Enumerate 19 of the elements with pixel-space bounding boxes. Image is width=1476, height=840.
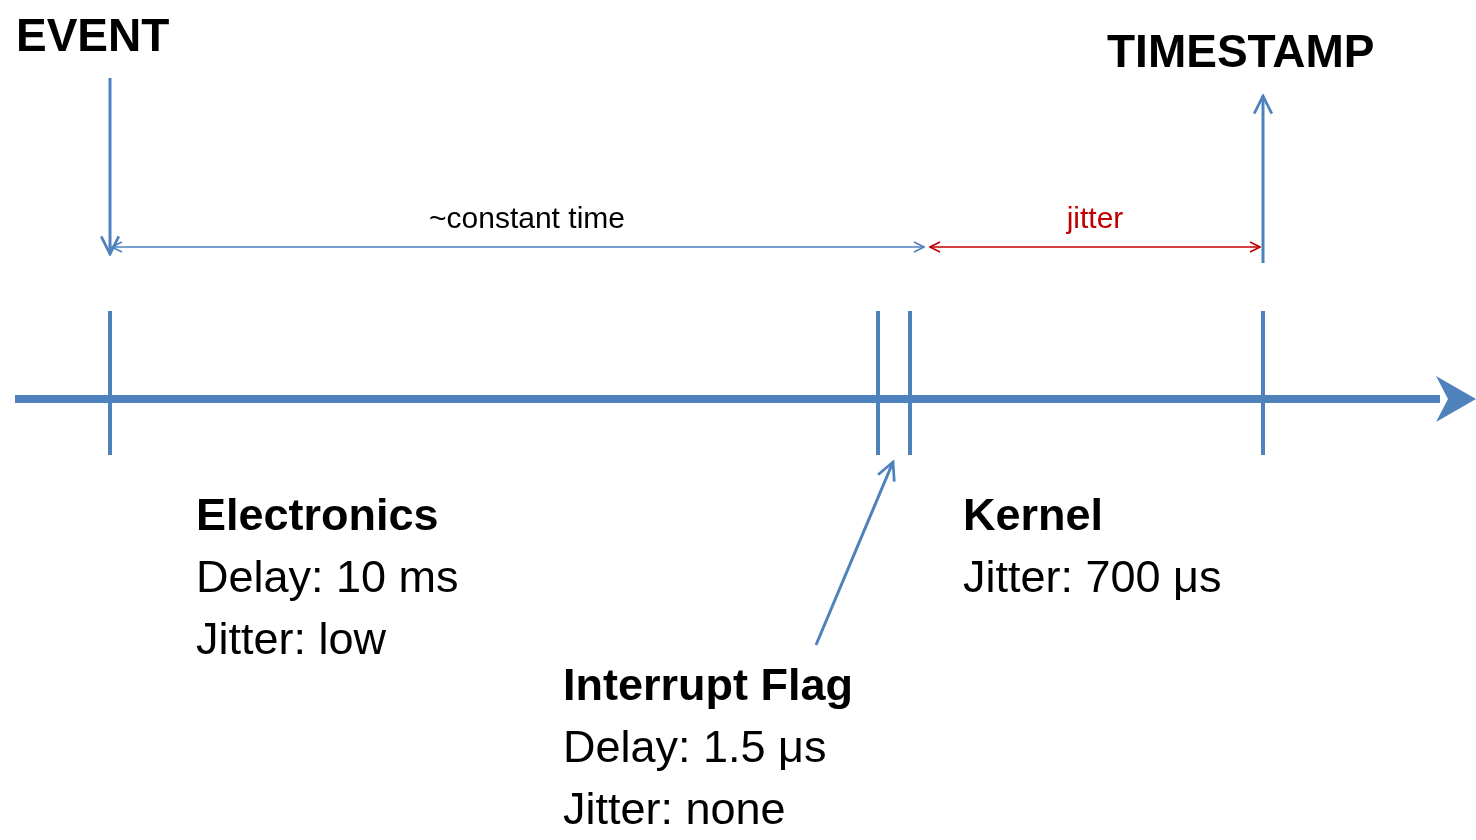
arrow (814, 460, 896, 646)
block-line: Delay: 10 ms (196, 550, 460, 604)
dimension-label: ~constant time (429, 203, 625, 233)
block-line: Jitter: none (563, 782, 787, 836)
block-heading: Electronics (196, 488, 440, 542)
block-heading: Kernel (963, 488, 1105, 542)
dimension-label: jitter (1066, 203, 1124, 233)
arrow (1252, 94, 1274, 263)
block-line: Jitter: low (196, 612, 388, 666)
block-heading: Interrupt Flag (563, 658, 854, 712)
block-line: Delay: 1.5 μs (563, 720, 828, 774)
tick-mark (908, 311, 912, 455)
event-label: EVENT (16, 12, 171, 58)
event-label: TIMESTAMP (1107, 28, 1376, 74)
tick-mark (1261, 311, 1265, 455)
block-line: Jitter: 700 μs (963, 550, 1223, 604)
arrow (99, 78, 121, 256)
tick-mark (108, 311, 112, 455)
tick-mark (876, 311, 880, 455)
